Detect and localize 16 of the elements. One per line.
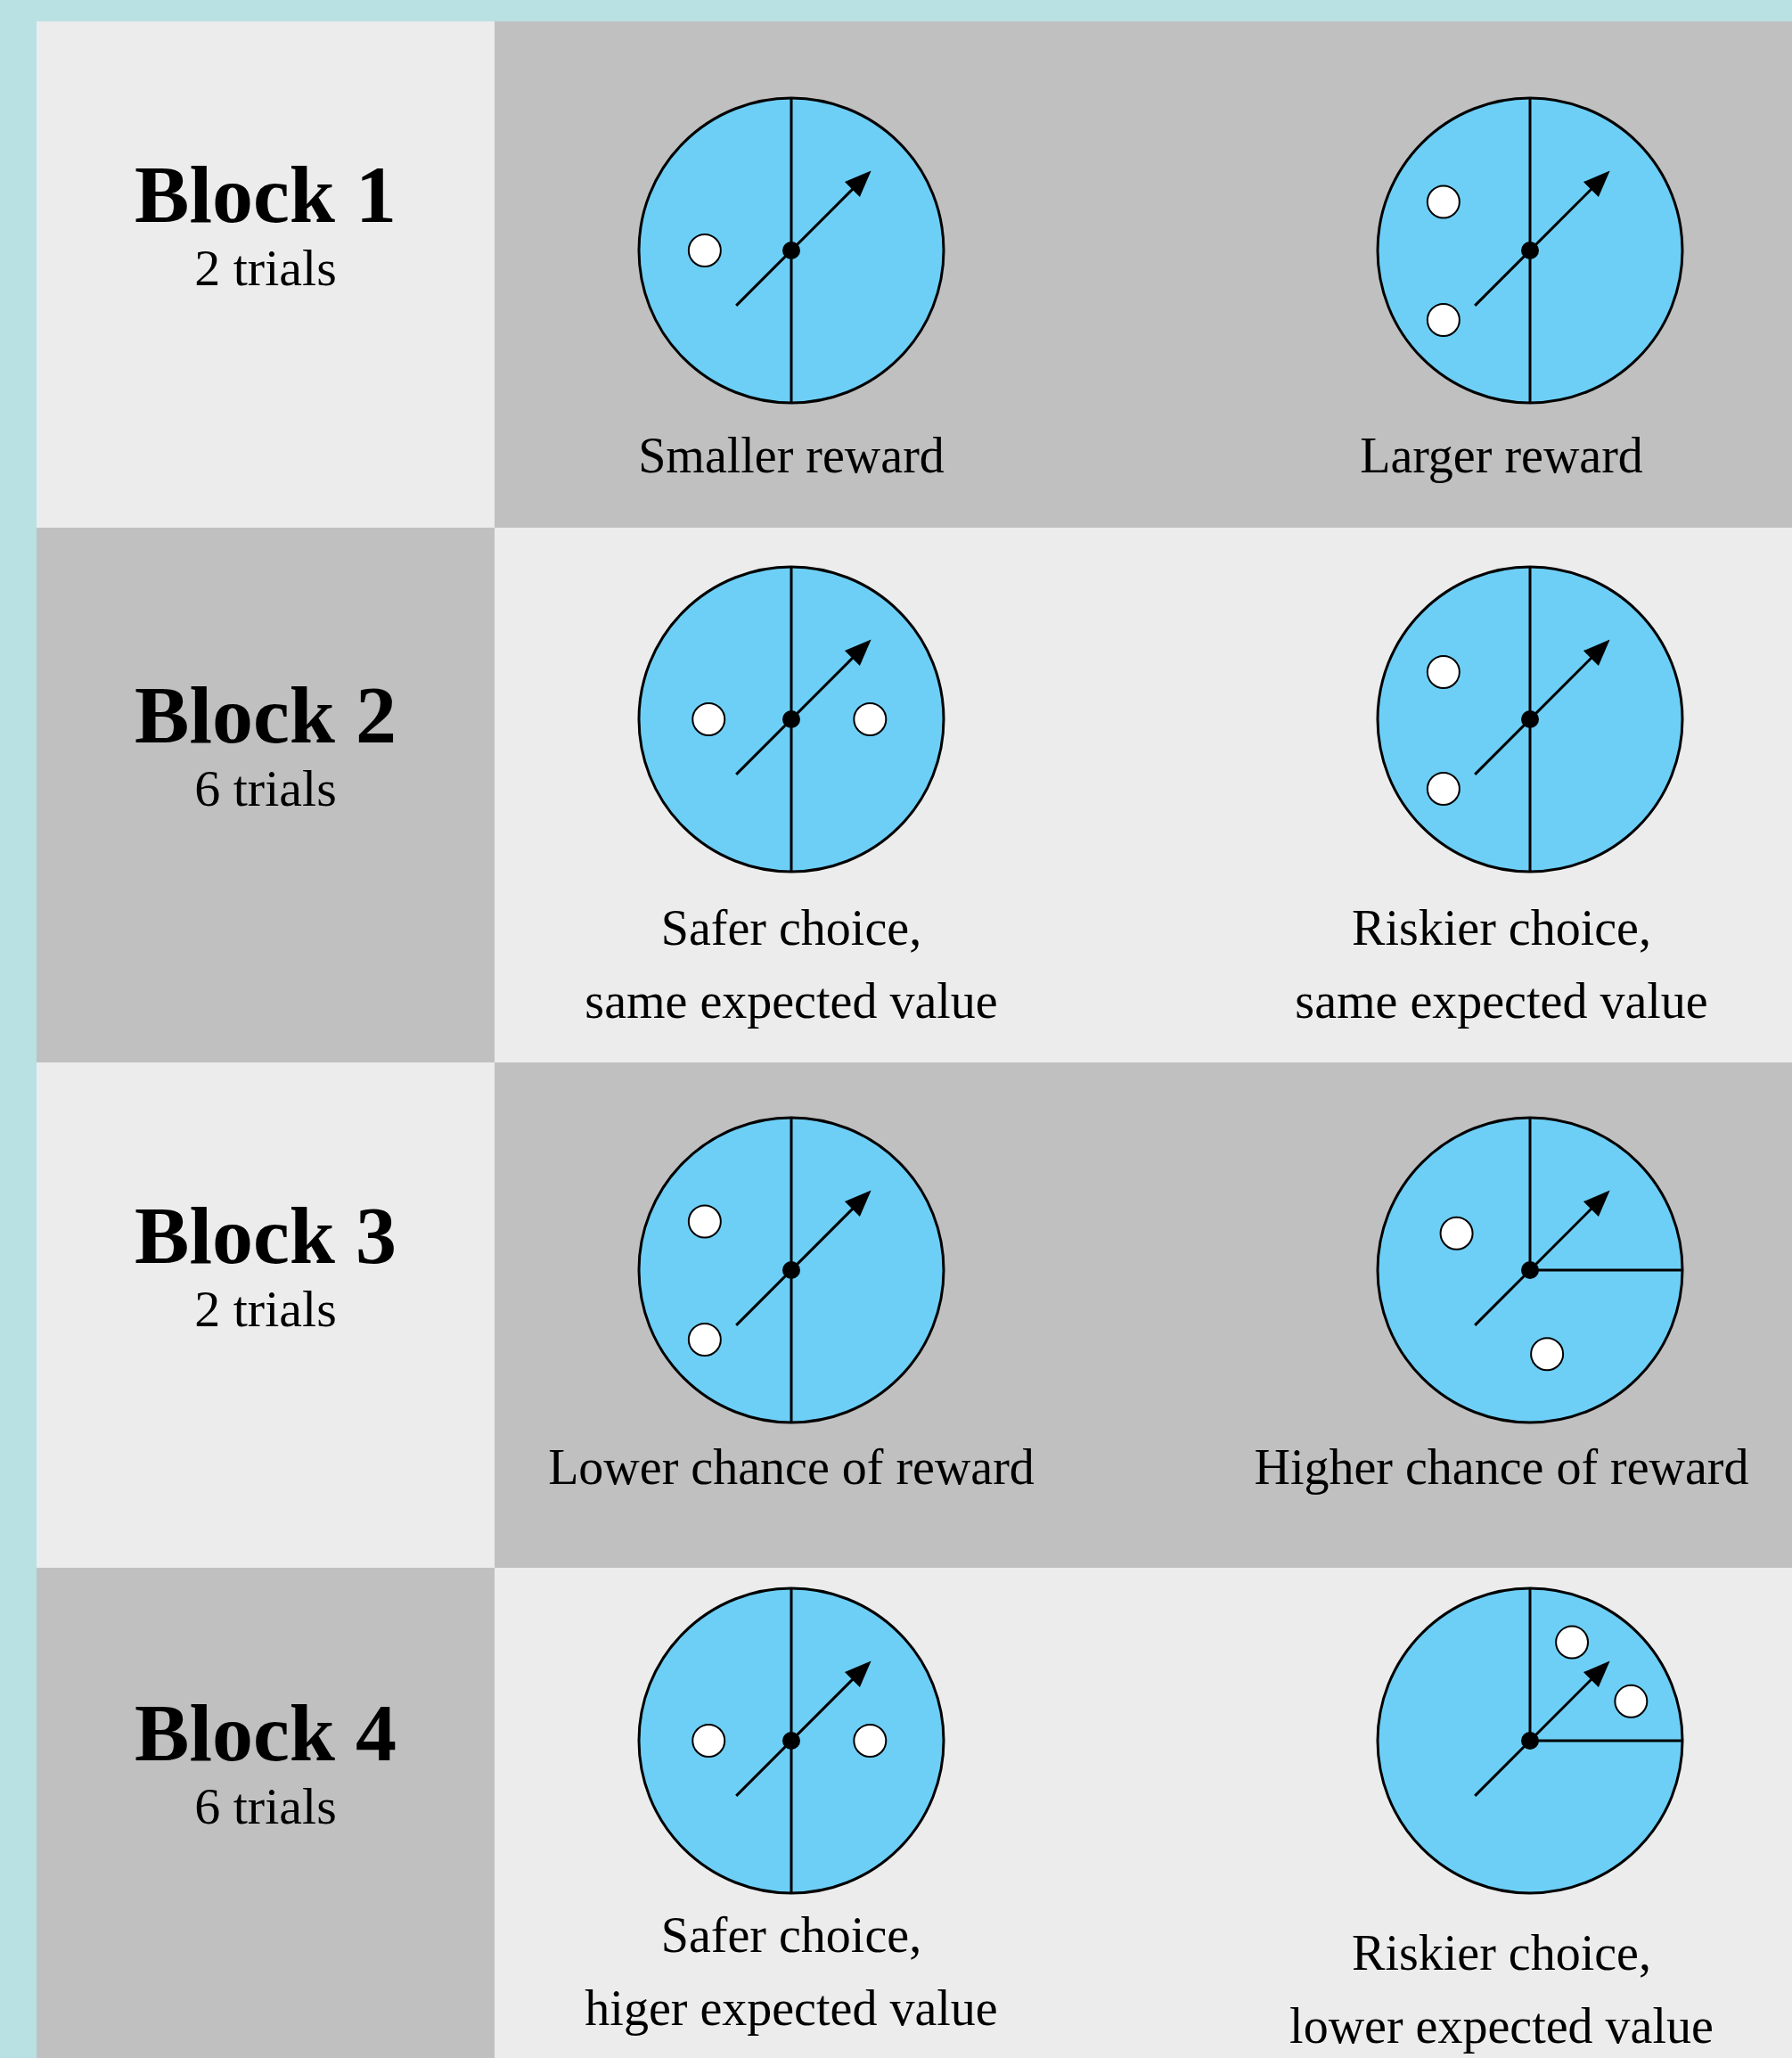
trial-count: 6 trials (193, 1777, 338, 1836)
option-caption: Riskier choice, lower expected value (1289, 1924, 1714, 2055)
block-title: Block 1 (134, 150, 397, 239)
option-caption: Higher chance of reward (1253, 1439, 1750, 1496)
option-caption: Larger reward (1359, 427, 1644, 485)
block-title: Block 2 (134, 670, 397, 759)
option-caption: Lower chance of reward (547, 1439, 1035, 1496)
block-title: Block 3 (134, 1190, 397, 1280)
trial-count: 2 trials (193, 1279, 338, 1339)
option-caption: Safer choice, higer expected value (584, 1906, 999, 2038)
trial-count: 6 trials (193, 759, 338, 818)
option-caption: Safer choice, same expected value (584, 899, 999, 1030)
block-title: Block 4 (134, 1688, 397, 1777)
option-caption: Riskier choice, same expected value (1294, 899, 1709, 1030)
trial-count: 2 trials (193, 239, 338, 298)
option-caption: Smaller reward (637, 427, 945, 485)
